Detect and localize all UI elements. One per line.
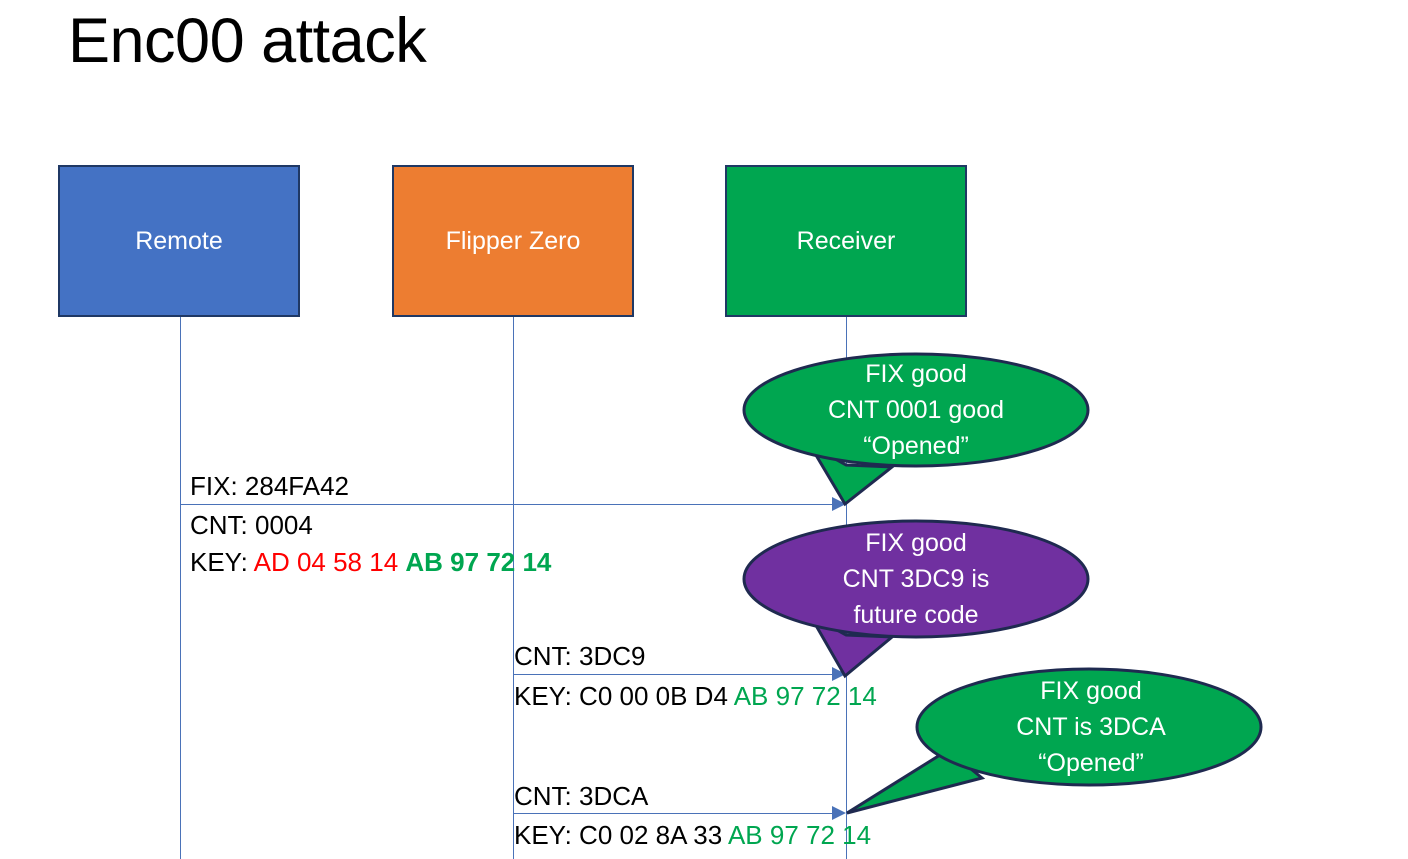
message-arrow-3-head <box>832 806 846 820</box>
message-3-cnt-text: CNT: 3DCA <box>514 781 649 811</box>
message-2-cnt-label: CNT: 3DC9 <box>514 641 645 671</box>
message-1-label: FIX: 284FA42 <box>190 471 349 501</box>
message-3-key-shared: AB 97 72 14 <box>727 820 872 850</box>
actor-box-flipper-zero[interactable]: Flipper Zero <box>392 165 634 317</box>
actor-label-receiver: Receiver <box>796 227 896 255</box>
message-3-key-label: KEY: C0 02 8A 33 AB 97 72 14 <box>514 820 871 850</box>
callout-3[interactable]: FIX good CNT is 3DCA “Opened” <box>845 665 1265 820</box>
callout-3-shape <box>846 667 1263 815</box>
message-1-fix-text: FIX: 284FA42 <box>190 471 349 501</box>
message-1-key-prefix: KEY: <box>190 547 254 577</box>
message-arrow-1-line <box>180 504 832 505</box>
message-2-key-shared: AB 97 72 14 <box>733 681 877 711</box>
page-title: Enc00 attack <box>68 6 427 76</box>
message-1-key-label: KEY: AD 04 58 14 AB 97 72 14 <box>190 547 551 577</box>
message-arrow-2-line <box>513 674 832 675</box>
message-2-cnt-text: CNT: 3DC9 <box>514 641 646 671</box>
message-arrow-3-line <box>513 813 832 814</box>
message-3-key-prefix: KEY: C0 02 8A 33 <box>514 820 728 850</box>
lifeline-flipper-zero <box>513 317 514 859</box>
message-1-cnt-text: CNT: 0004 <box>190 510 313 540</box>
message-2-key-label: KEY: C0 00 0B D4 AB 97 72 14 <box>514 681 877 711</box>
actor-label-flipper-zero: Flipper Zero <box>445 227 581 255</box>
callout-1-shape <box>742 352 1090 507</box>
lifeline-remote <box>180 317 181 859</box>
actor-box-remote[interactable]: Remote <box>58 165 300 317</box>
callout-2[interactable]: FIX good CNT 3DC9 is future code <box>742 519 1090 679</box>
message-1-key-shared: AB 97 72 14 <box>405 547 552 577</box>
actor-label-remote: Remote <box>135 227 223 255</box>
callout-2-shape <box>742 519 1090 679</box>
message-2-key-prefix: KEY: C0 00 0B D4 <box>514 681 734 711</box>
message-3-cnt-label: CNT: 3DCA <box>514 781 648 811</box>
message-1-key-old: AD 04 58 14 <box>253 547 399 577</box>
actor-box-receiver[interactable]: Receiver <box>725 165 967 317</box>
callout-1[interactable]: FIX good CNT 0001 good “Opened” <box>742 352 1090 507</box>
message-1-cnt-label: CNT: 0004 <box>190 510 313 540</box>
